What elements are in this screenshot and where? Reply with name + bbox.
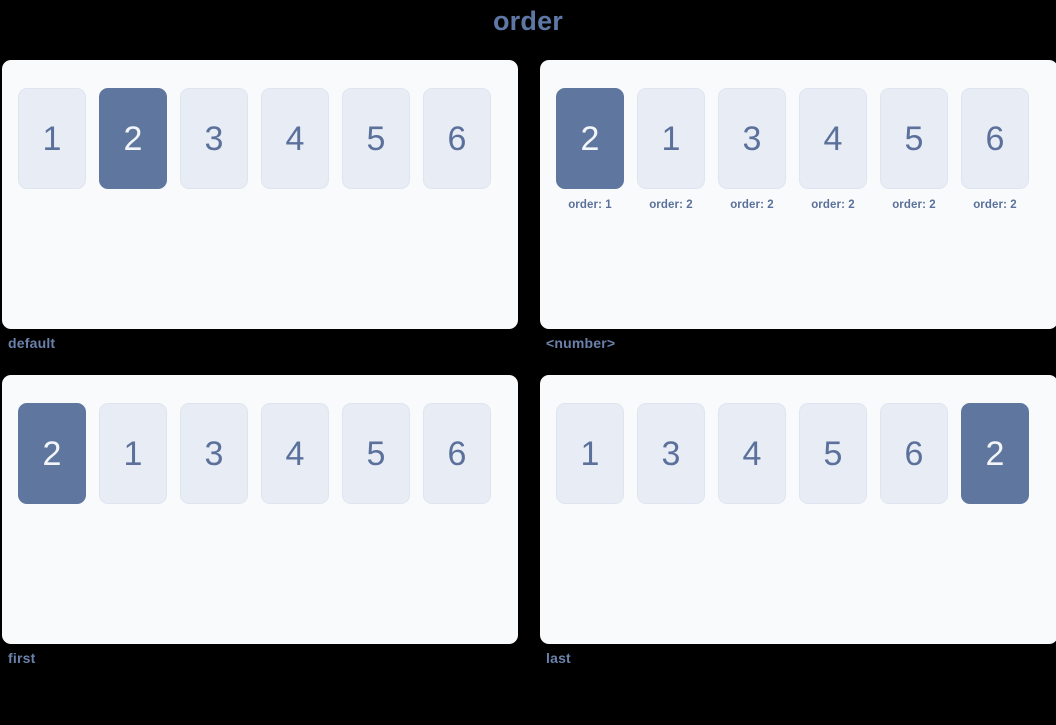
- flex-item-cell: 3: [637, 403, 705, 514]
- flex-item-cell: 5: [342, 403, 410, 514]
- flex-item[interactable]: 6: [880, 403, 948, 504]
- flex-item[interactable]: 5: [880, 88, 948, 189]
- flex-item[interactable]: 3: [718, 88, 786, 189]
- flex-item[interactable]: 2: [961, 403, 1029, 504]
- flex-item-cell: 5: [342, 88, 410, 199]
- item-row: 2 order: 1 1 order: 2 3 order: 2 4 order…: [556, 88, 1056, 211]
- demo-number: 2 order: 1 1 order: 2 3 order: 2 4 order…: [540, 60, 1056, 351]
- order-annotation: order: 2: [892, 199, 936, 211]
- demo-grid: 1 2 3 4 5: [2, 60, 1056, 666]
- panel-caption: last: [546, 650, 571, 666]
- demo-last: 1 3 4 5 6: [540, 375, 1056, 666]
- item-row: 1 2 3 4 5: [18, 88, 518, 199]
- flex-item-cell: 2: [18, 403, 86, 514]
- flex-item-cell: 2 order: 1: [556, 88, 624, 211]
- flex-item-cell: 3: [180, 403, 248, 514]
- flex-item-cell: 1: [99, 403, 167, 514]
- flex-item[interactable]: 1: [18, 88, 86, 189]
- flex-item[interactable]: 3: [637, 403, 705, 504]
- flex-item-cell: 6 order: 2: [961, 88, 1029, 211]
- flex-item[interactable]: 4: [261, 403, 329, 504]
- flex-item-cell: 1: [18, 88, 86, 199]
- flex-item[interactable]: 2: [556, 88, 624, 189]
- flex-item[interactable]: 6: [423, 88, 491, 189]
- flex-item-cell: 1 order: 2: [637, 88, 705, 211]
- flex-item[interactable]: 6: [961, 88, 1029, 189]
- flex-item[interactable]: 5: [799, 403, 867, 504]
- flex-item-cell: 3: [180, 88, 248, 199]
- panel-caption: first: [8, 650, 36, 666]
- panel-caption: default: [8, 335, 56, 351]
- flex-item[interactable]: 4: [261, 88, 329, 189]
- page-title: order: [492, 6, 564, 36]
- flex-item[interactable]: 1: [637, 88, 705, 189]
- flex-item-cell: 1: [556, 403, 624, 514]
- flex-container-number: 2 order: 1 1 order: 2 3 order: 2 4 order…: [540, 60, 1056, 329]
- flex-item-cell: 4: [261, 88, 329, 199]
- flex-item[interactable]: 6: [423, 403, 491, 504]
- item-row: 1 3 4 5 6: [556, 403, 1056, 514]
- flex-item[interactable]: 3: [180, 403, 248, 504]
- demo-default: 1 2 3 4 5: [2, 60, 518, 351]
- item-row: 2 1 3 4 5: [18, 403, 518, 514]
- flex-item-cell: 4: [718, 403, 786, 514]
- flex-item-cell: 5: [799, 403, 867, 514]
- flex-item[interactable]: 4: [799, 88, 867, 189]
- demo-first: 2 1 3 4 5: [2, 375, 518, 666]
- flex-item-cell: 2: [961, 403, 1029, 514]
- order-annotation: order: 2: [649, 199, 693, 211]
- flex-item[interactable]: 1: [556, 403, 624, 504]
- order-annotation: order: 2: [811, 199, 855, 211]
- flex-item-cell: 6: [880, 403, 948, 514]
- flex-item[interactable]: 2: [18, 403, 86, 504]
- flex-item-cell: 2: [99, 88, 167, 199]
- flex-item[interactable]: 2: [99, 88, 167, 189]
- order-annotation: order: 2: [730, 199, 774, 211]
- flex-item[interactable]: 1: [99, 403, 167, 504]
- flex-item[interactable]: 4: [718, 403, 786, 504]
- flex-container-default: 1 2 3 4 5: [2, 60, 518, 329]
- flex-container-first: 2 1 3 4 5: [2, 375, 518, 644]
- flex-item-cell: 4: [261, 403, 329, 514]
- flex-item[interactable]: 3: [180, 88, 248, 189]
- flex-item-cell: 4 order: 2: [799, 88, 867, 211]
- flex-item-cell: 5 order: 2: [880, 88, 948, 211]
- flex-container-last: 1 3 4 5 6: [540, 375, 1056, 644]
- flex-item-cell: 6: [423, 403, 491, 514]
- flex-item-cell: 3 order: 2: [718, 88, 786, 211]
- flex-item[interactable]: 5: [342, 403, 410, 504]
- flex-item-cell: 6: [423, 88, 491, 199]
- order-annotation: order: 2: [973, 199, 1017, 211]
- flex-item[interactable]: 5: [342, 88, 410, 189]
- order-annotation: order: 1: [568, 199, 612, 211]
- panel-caption: <number>: [546, 335, 616, 351]
